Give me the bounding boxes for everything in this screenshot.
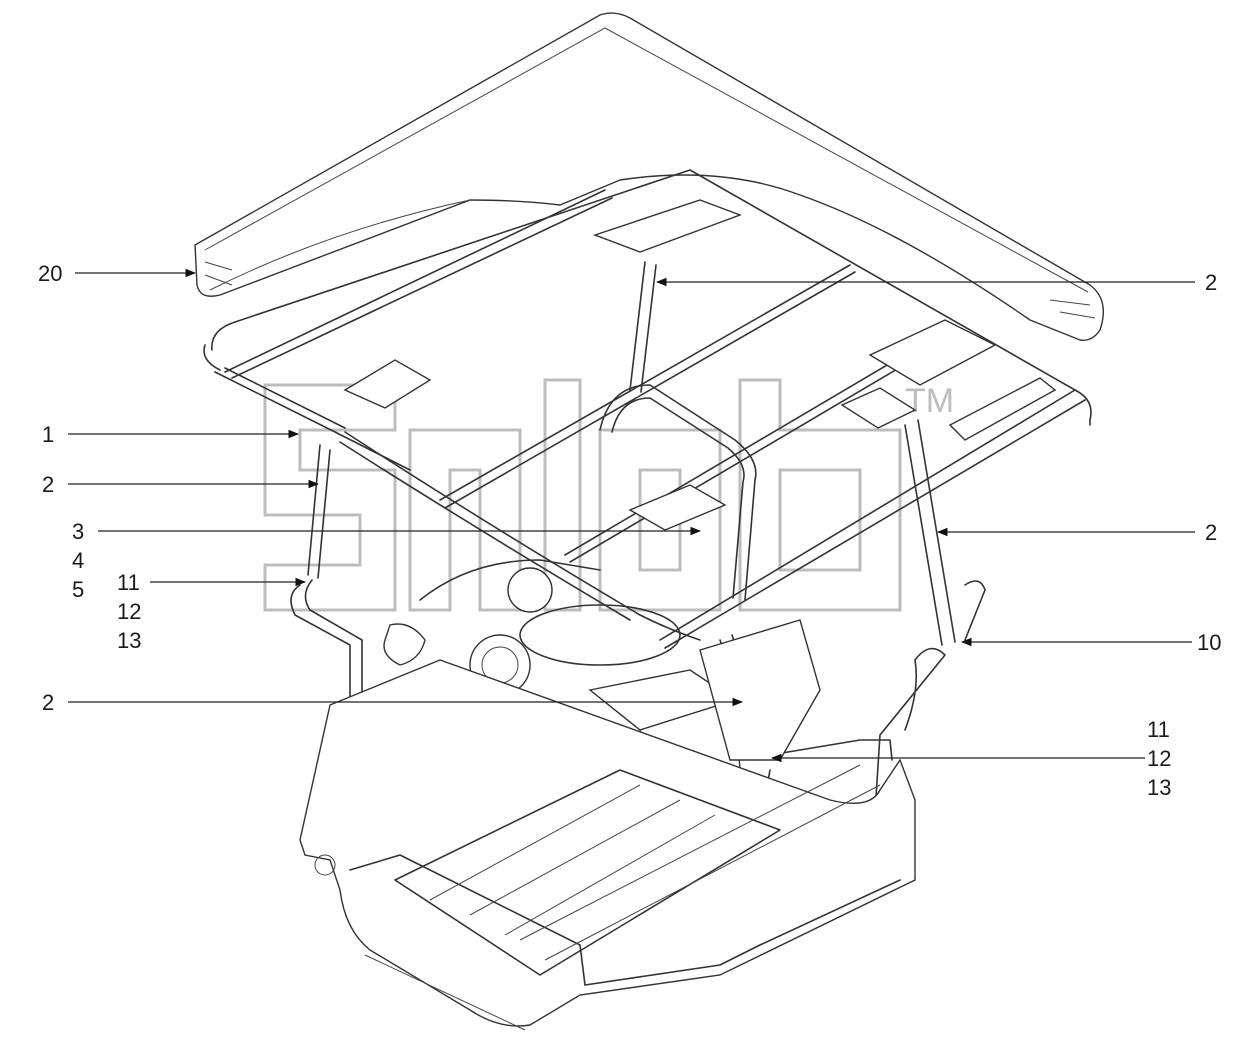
callout-3: 3 [72,519,84,544]
canopy-roof [194,12,1104,341]
leader-lines [68,268,1195,763]
callout-2-bottom: 2 [42,690,54,715]
callout-11-left: 11 [117,570,140,595]
watermark-trademark: TM [905,382,954,420]
callout-13-right: 13 [1147,775,1171,800]
callout-20: 20 [38,261,62,286]
floor-platform [299,659,916,1031]
callout-12-right: 12 [1147,746,1171,771]
callout-12-left: 12 [117,599,141,624]
callout-13-left: 13 [117,628,141,653]
callout-2-right: 2 [1205,520,1217,545]
callout-2-left: 2 [42,472,54,497]
callout-10: 10 [1197,630,1221,655]
callout-4: 4 [72,548,84,573]
callout-11-right: 11 [1147,717,1170,742]
callout-1: 1 [42,422,54,447]
callout-5: 5 [72,577,84,602]
roof-frame [203,169,1092,649]
callout-2-top: 2 [1205,270,1217,295]
watermark-logo: TM [263,378,954,612]
callout-labels: 20 2 1 2 3 4 5 11 12 13 2 2 10 11 12 13 [38,261,1221,800]
